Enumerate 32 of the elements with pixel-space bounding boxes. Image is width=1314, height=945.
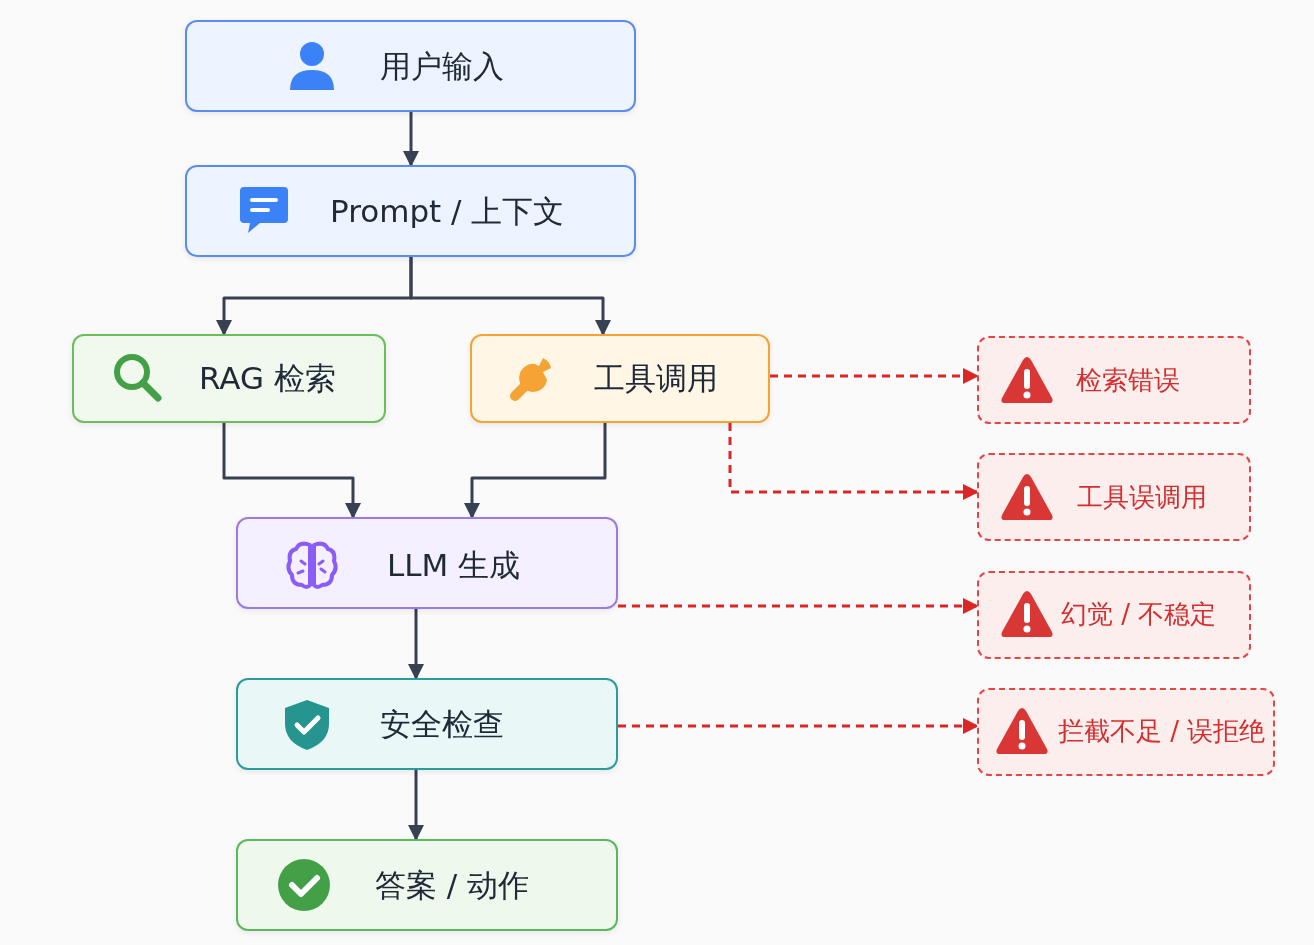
- arrow: [618, 718, 979, 734]
- process-box: [236, 678, 618, 770]
- arrow: [464, 423, 607, 519]
- arrow: [618, 598, 979, 614]
- warning-label: 拦截不足 / 误拒绝: [1058, 715, 1266, 748]
- warning-label: 幻觉 / 不稳定: [1061, 598, 1217, 631]
- arrow: [770, 368, 979, 384]
- warning-label: 工具误调用: [1077, 481, 1207, 514]
- arrow: [222, 423, 361, 519]
- arrow: [728, 423, 979, 500]
- arrow: [409, 257, 611, 336]
- arrow: [403, 112, 419, 167]
- warning-box: [977, 571, 1251, 659]
- step-label: LLM 生成: [387, 547, 521, 583]
- arrow: [408, 609, 424, 680]
- warning-box: [977, 688, 1275, 776]
- process-box: [236, 839, 618, 931]
- warning-label: 检索错误: [1076, 364, 1180, 397]
- step-label: Prompt / 上下文: [330, 193, 565, 229]
- warning-box: [977, 453, 1251, 541]
- step-label: 答案 / 动作: [375, 867, 530, 903]
- process-box: [236, 517, 618, 609]
- process-box: [185, 165, 636, 257]
- process-box: [185, 20, 636, 112]
- arrow: [408, 770, 424, 841]
- step-label: RAG 检索: [199, 360, 336, 396]
- process-box: [72, 334, 386, 423]
- process-box: [470, 334, 770, 423]
- step-label: 用户输入: [380, 48, 504, 84]
- step-label: 工具调用: [594, 360, 718, 396]
- step-label: 安全检查: [380, 706, 504, 742]
- warning-box: [977, 336, 1251, 424]
